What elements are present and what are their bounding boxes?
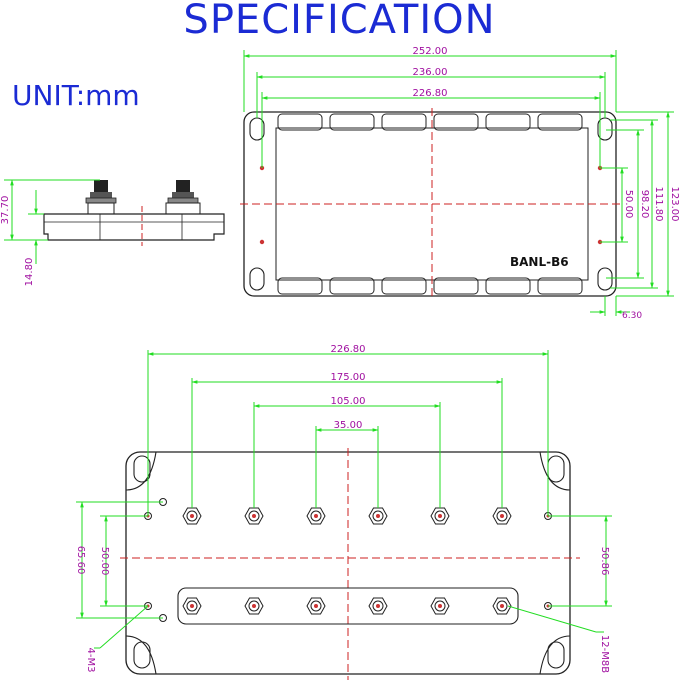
dim-left-height: 65.60 xyxy=(75,546,86,575)
dim-width-inner: 226.80 xyxy=(413,88,448,99)
top-dims-vertical xyxy=(590,111,674,316)
page-title: SPECIFICATION xyxy=(183,0,496,43)
top-dims-horizontal xyxy=(243,50,617,168)
side-view-base xyxy=(43,213,225,241)
dim-span-175: 175.00 xyxy=(331,372,366,383)
dim-width-overall: 252.00 xyxy=(413,46,448,57)
dim-height-overall: 123.00 xyxy=(669,187,679,222)
note-mount-holes: 4-M3 xyxy=(85,648,96,673)
bottom-dims-vertical xyxy=(76,501,612,649)
bottom-dims-horizontal xyxy=(147,350,549,516)
bottom-terminals-bottom xyxy=(182,597,512,615)
dim-right-height: 50.86 xyxy=(599,547,610,576)
dim-side-height: 37.70 xyxy=(0,196,11,225)
dim-left-inner: 50.00 xyxy=(99,547,110,576)
side-terminal-right xyxy=(165,180,201,215)
bottom-view: 226.80 175.00 105.00 35.00 65.60 50.00 5… xyxy=(75,344,612,680)
bottom-terminals-top xyxy=(182,507,512,525)
dim-edge-offset: 6.30 xyxy=(622,311,642,321)
dim-height-3: 98.20 xyxy=(639,190,650,219)
dim-height-2: 111.80 xyxy=(653,187,664,222)
dim-span-105: 105.00 xyxy=(331,396,366,407)
note-terminals: 12-M8B xyxy=(599,635,610,673)
bottom-corner-slots xyxy=(125,451,571,675)
top-view: BANL-B6 252.00 236.00 226.80 xyxy=(240,46,679,321)
unit-label: UNIT:mm xyxy=(12,79,140,112)
dim-span-35: 35.00 xyxy=(334,420,363,431)
top-mount-holes xyxy=(259,165,603,245)
side-terminal-left xyxy=(85,180,117,215)
dim-side-base: 14.80 xyxy=(24,258,35,287)
model-label: BANL-B6 xyxy=(510,255,569,269)
bottom-busbar xyxy=(177,587,519,625)
dim-height-4: 50.00 xyxy=(623,190,634,219)
dim-width-holes: 236.00 xyxy=(413,67,448,78)
dim-span-226: 226.80 xyxy=(331,344,366,355)
side-dims xyxy=(4,179,100,264)
side-view: 37.70 14.80 xyxy=(0,179,225,287)
top-ribs xyxy=(277,113,583,295)
